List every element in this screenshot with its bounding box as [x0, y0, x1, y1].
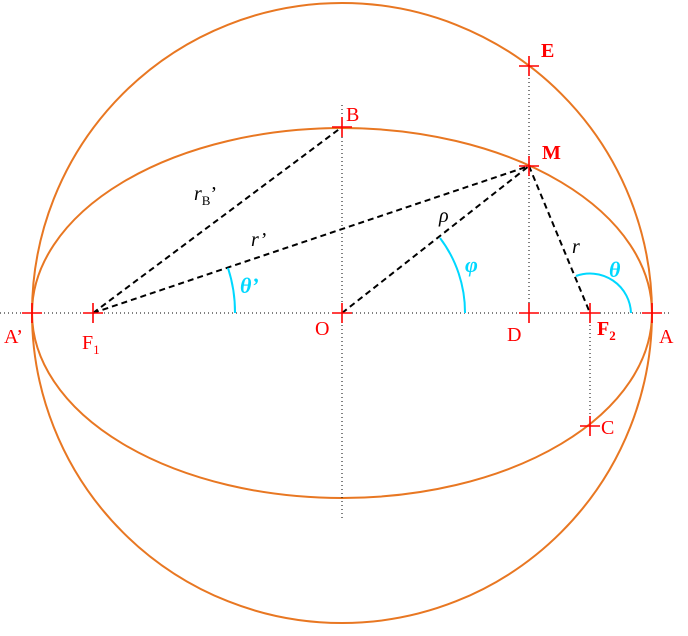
label-theta-prime: θ’ [240, 273, 259, 298]
marker-C [580, 416, 600, 436]
marker-F1 [83, 303, 103, 323]
marker-D [519, 303, 539, 323]
segment-O-M [341, 165, 530, 314]
label-F2: F2 [597, 318, 616, 343]
marker-M [519, 156, 539, 176]
marker-A-prime [22, 303, 42, 323]
label-r: r [572, 236, 580, 258]
angle-arc-theta [575, 272, 632, 314]
label-F1: F1 [82, 332, 100, 357]
angle-arc-theta-prime [227, 267, 237, 314]
label-rho: ρ [438, 205, 449, 227]
segment-F1-B [92, 126, 343, 314]
label-A: A [659, 326, 674, 348]
label-rB-prime: rB’ [194, 183, 217, 208]
label-B: B [346, 104, 359, 126]
segment-M-F2 [528, 165, 591, 314]
label-r-prime: r’ [251, 229, 267, 251]
label-phi: φ [465, 252, 478, 277]
marker-E [519, 56, 539, 76]
label-E: E [541, 40, 554, 62]
marker-B [332, 117, 352, 137]
label-D: D [507, 324, 521, 346]
angle-arc-phi [439, 237, 467, 314]
label-theta: θ [609, 257, 621, 282]
marker-F2 [580, 303, 600, 323]
label-M: M [542, 142, 561, 164]
label-A-prime: A’ [4, 326, 23, 348]
label-O: O [315, 318, 329, 340]
label-C: C [601, 417, 614, 439]
marker-A [642, 303, 662, 323]
segment-F1-M [92, 165, 530, 314]
marker-O [332, 303, 352, 323]
